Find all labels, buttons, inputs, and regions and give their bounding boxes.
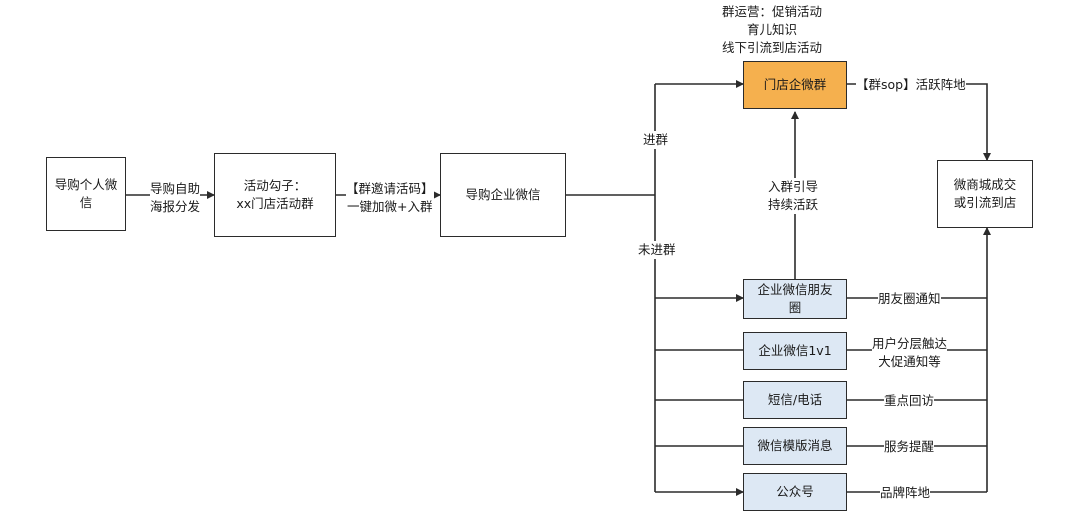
node-template-message: 微信模版消息 (743, 427, 847, 465)
node-activity-hook: 活动勾子： xx门店活动群 (214, 153, 336, 237)
label-group-sop: 【群sop】活跃阵地 (856, 76, 966, 95)
label-poster-distribution: 导购自助 海报分发 (150, 180, 201, 217)
label-line-1: 【群邀请活码】 (346, 181, 434, 196)
node-store-group: 门店企微群 (743, 61, 847, 109)
node-guide-personal-wechat: 导购个人微信 (46, 157, 126, 231)
node-label: 微信模版消息 (757, 437, 833, 453)
label-key-revisit: 重点回访 (884, 392, 935, 411)
node-label-line-1: 活动勾子： (243, 177, 307, 193)
label-line-2: 海报分发 (150, 199, 201, 215)
node-label: 公众号 (776, 483, 814, 499)
node-label: 导购企业微信 (465, 186, 541, 202)
label-not-joined-group: 未进群 (638, 241, 676, 260)
node-enterprise-1v1: 企业微信1v1 (743, 332, 847, 370)
node-label: 导购个人微信 (54, 176, 118, 210)
label-group-operations: 群运营：促销活动 育儿知识 线下引流到店活动 (722, 3, 822, 57)
node-label-line-2: 或引流到店 (953, 195, 1017, 210)
label-line-1: 群运营：促销活动 (722, 4, 823, 19)
node-official-account: 公众号 (743, 473, 847, 511)
node-guide-enterprise-wechat: 导购企业微信 (440, 153, 566, 237)
node-label: 门店企微群 (763, 76, 827, 92)
label-group-invite-code: 【群邀请活码】 一键加微+入群 (346, 180, 434, 217)
label-guide-active: 入群引导 持续活跃 (768, 178, 819, 215)
node-label-line-2: xx门店活动群 (236, 196, 314, 211)
node-sms-phone: 短信/电话 (743, 381, 847, 419)
node-label: 企业微信1v1 (758, 342, 832, 358)
label-line-2: 育儿知识 (747, 22, 798, 38)
label-service-reminder: 服务提醒 (884, 438, 935, 457)
arrow-store-group-to-mall (847, 83, 991, 161)
label-segment-reach: 用户分层触达 大促通知等 (872, 335, 948, 372)
label-line-1: 入群引导 (768, 179, 819, 194)
node-label: 短信/电话 (767, 391, 823, 407)
node-label-line-2: 圈 (788, 300, 802, 315)
label-joined-group: 进群 (643, 131, 669, 150)
node-mall-or-store: 微商城成交 或引流到店 (937, 160, 1033, 228)
node-enterprise-moments: 企业微信朋友 圈 (743, 279, 847, 319)
label-line-2: 持续活跃 (768, 197, 819, 213)
label-moments-notice: 朋友圈通知 (878, 290, 941, 309)
label-line-2: 一键加微+入群 (347, 199, 433, 215)
label-line-2: 大促通知等 (878, 354, 941, 370)
label-brand-position: 品牌阵地 (880, 484, 931, 503)
label-line-1: 用户分层触达 (872, 336, 948, 351)
label-line-1: 导购自助 (150, 181, 201, 196)
label-line-3: 线下引流到店活动 (722, 40, 823, 56)
node-label-line-1: 微商城成交 (953, 176, 1017, 192)
node-label-line-1: 企业微信朋友 (757, 281, 833, 297)
